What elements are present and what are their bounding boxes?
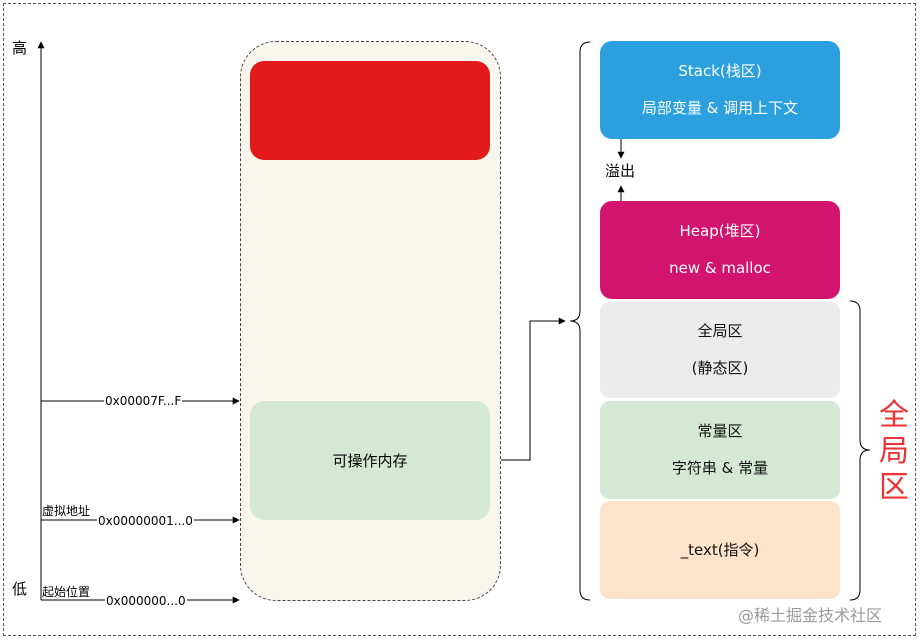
high-label: 高 (12, 39, 28, 57)
heap-segment: Heap(堆区) new & malloc (600, 201, 840, 299)
virtual-address-label: 虚拟地址 (42, 504, 91, 518)
kernel-block (250, 61, 490, 160)
global-area-label: 全 局 区 (876, 398, 912, 506)
start-position-label: 起始位置 (42, 585, 91, 599)
text-segment: _text(指令) (600, 501, 840, 599)
mid-address-label: 0x00000001...0 (97, 514, 194, 528)
const-segment: 常量区 字符串 & 常量 (600, 401, 840, 499)
global-segment: 全局区 (静态区) (600, 302, 840, 398)
operable-memory-label: 可操作内存 (332, 452, 408, 470)
bottom-address-label: 0x000000...0 (105, 594, 187, 608)
operable-memory-block: 可操作内存 (250, 401, 490, 520)
const-title: 常量区 (697, 422, 743, 440)
diagram-frame (3, 3, 916, 636)
stack-title: Stack(栈区) (678, 62, 762, 80)
global-area-char-3: 区 (879, 470, 909, 505)
low-label: 低 (12, 580, 28, 598)
const-desc: 字符串 & 常量 (671, 459, 769, 477)
global-area-brace (849, 300, 871, 601)
watermark: @稀土掘金技术社区 (738, 606, 883, 625)
global-desc: (静态区) (691, 359, 749, 377)
heap-title: Heap(堆区) (679, 222, 761, 240)
stack-desc: 局部变量 & 调用上下文 (641, 99, 799, 117)
stack-segment: Stack(栈区) 局部变量 & 调用上下文 (600, 41, 840, 139)
segments-brace (569, 41, 591, 601)
text-title: _text(指令) (680, 540, 760, 559)
top-address-label: 0x00007F...F (104, 394, 183, 408)
overflow-label: 溢出 (605, 162, 636, 180)
global-area-char-2: 局 (879, 434, 909, 469)
memory-to-segments-connector (490, 317, 566, 461)
global-title: 全局区 (697, 322, 743, 340)
heap-desc: new & malloc (669, 259, 771, 277)
global-area-char-1: 全 (879, 398, 909, 433)
